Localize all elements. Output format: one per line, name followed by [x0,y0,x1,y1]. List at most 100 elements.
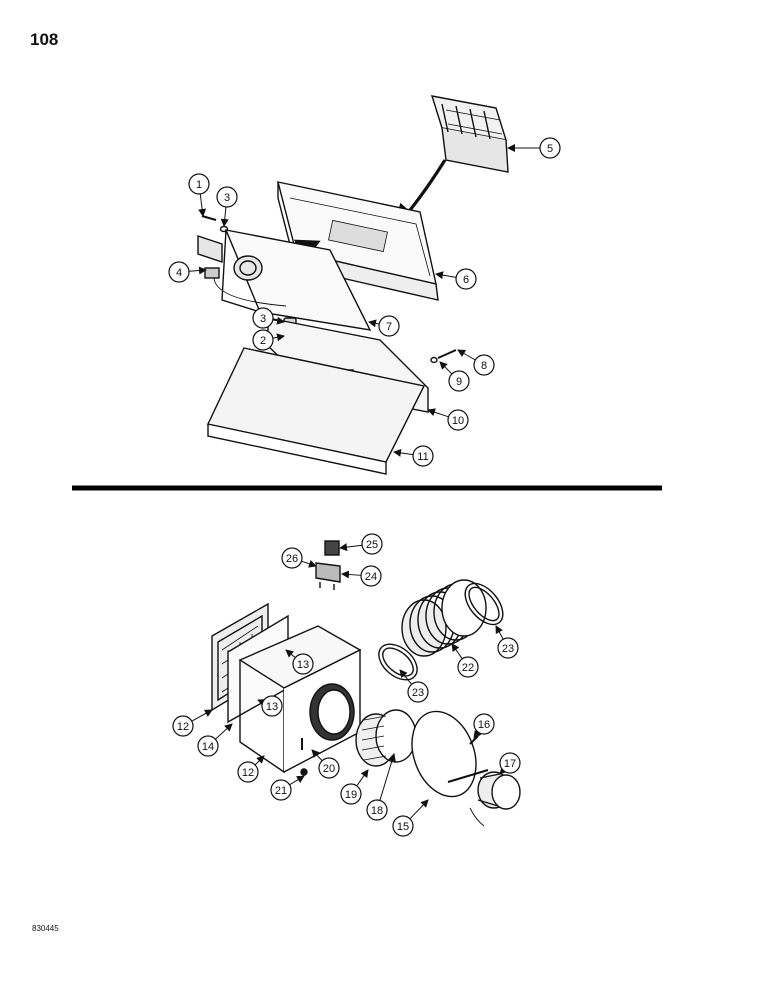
callout-number: 20 [323,763,335,775]
document-code: 830445 [32,924,59,933]
callout-bottom-12: 12 [172,709,213,737]
callout-circle [366,799,388,821]
callout-circle [457,656,479,678]
leader-line [301,559,317,568]
callout-number: 25 [366,539,378,551]
callout-top-5: 5 [507,137,561,159]
leader-line [191,709,213,722]
callout-number: 14 [202,741,214,753]
callout-top-6: 6 [435,268,477,290]
leader-line [435,271,457,280]
callout-top-9: 9 [439,361,470,392]
screw-part-2 [437,349,457,359]
callout-circle [172,715,194,737]
callout-number: 22 [462,662,474,674]
callout-circle [455,268,477,290]
callout-circle [318,757,340,779]
blower-wheel-part [355,709,417,767]
callout-top-7: 7 [368,315,400,337]
callout-number: 16 [478,719,490,731]
callout-top-11: 11 [393,445,434,467]
resistor-component [315,540,341,590]
leader-line [495,625,504,640]
nut-part [300,768,308,776]
leader-line [215,723,233,740]
callout-number: 4 [176,267,182,279]
leader-line [451,643,463,660]
leader-line [427,408,449,418]
callout-number: 5 [547,143,553,155]
callout-circle [361,533,383,555]
callout-number: 18 [371,805,383,817]
callout-top-10: 10 [427,408,469,431]
callout-circle [378,315,400,337]
callout-top-4: 4 [168,261,207,283]
hose-clamp-part-right [464,582,504,626]
callout-circle [270,779,292,801]
callout-top-2: 2 [252,329,285,351]
leader-line [457,349,476,361]
washer-part [219,225,229,233]
page-number: 108 [30,30,59,49]
callout-bottom-14: 14 [197,723,233,757]
callout-number: 6 [463,274,469,286]
callout-bottom-19: 19 [340,769,369,805]
callout-circle [473,354,495,376]
leader-line [272,316,285,325]
bracket-part [197,235,223,279]
callout-number: 13 [266,701,278,713]
leader-line [439,361,453,375]
callout-bottom-24: 24 [341,565,382,587]
callout-bottom-23: 23 [399,669,429,703]
leader-line [257,699,267,707]
callout-number: 23 [502,643,514,655]
callout-bottom-23: 23 [495,625,519,659]
louver-vent-part [430,95,509,173]
leader-line [285,649,296,659]
leader-line [254,755,265,766]
callout-number: 9 [456,376,462,388]
callout-number: 24 [365,571,377,583]
leader-line [393,448,414,457]
callout-top-3: 3 [216,186,238,227]
callout-number: 12 [242,767,254,779]
callout-number: 7 [386,321,392,333]
screw-part [201,215,217,221]
leader-line [399,669,413,685]
leader-line [409,799,429,820]
duct-frame-part [221,229,372,331]
back-plate-part [411,710,477,798]
hose-clamp-part-left [378,643,418,681]
callout-circle [281,547,303,569]
callout-bottom-26: 26 [281,547,317,569]
callout-number: 10 [452,415,464,427]
leader-line [341,570,362,579]
callout-number: 23 [412,687,424,699]
callout-bottom-18: 18 [366,753,396,821]
callout-number: 19 [345,789,357,801]
washer-part-2 [430,356,438,364]
callout-top-8: 8 [457,349,495,376]
callout-bottom-13: 13 [285,649,314,675]
leader-line [198,193,207,217]
callout-bottom-17: 17 [499,752,521,775]
wire [213,277,287,307]
leader-line [289,775,305,786]
callout-circle [340,783,362,805]
leader-line [272,333,285,342]
callout-bottom-22: 22 [451,643,479,678]
callout-layer: 1345673289101125262413131214122322232021… [168,137,561,837]
flex-hose-part [401,579,487,657]
callout-circle [197,735,219,757]
callout-circle [261,695,283,717]
callout-top-3: 3 [252,307,285,329]
callout-circle [392,815,414,837]
leader-line [356,769,369,787]
leader-line [220,206,229,227]
leader-line [368,319,380,328]
callout-circle [292,653,314,675]
callout-bottom-20: 20 [311,749,340,779]
callout-circle [447,409,469,431]
callout-circle [252,329,274,351]
